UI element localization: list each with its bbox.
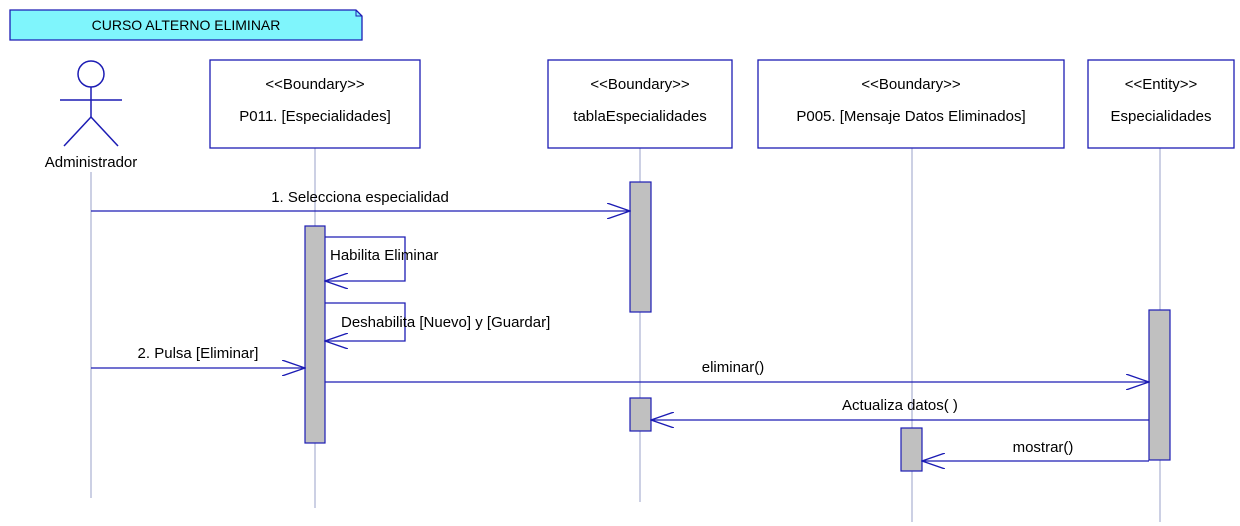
message-label: Habilita Eliminar <box>330 247 438 264</box>
message-label: 1. Selecciona especialidad <box>271 189 449 206</box>
lifeline-stereotype: <<Boundary>> <box>265 76 364 93</box>
lifeline-head-p011 <box>209 59 421 149</box>
lifeline-head-entity <box>1087 59 1235 149</box>
self-message-arrow <box>325 302 406 341</box>
lifeline-name: Especialidades <box>1111 108 1212 125</box>
actor-administrador <box>60 60 122 147</box>
diagram-title-frame: CURSO ALTERNO ELIMINAR <box>9 9 363 41</box>
diagram-title: CURSO ALTERNO ELIMINAR <box>92 17 281 33</box>
message-label: eliminar() <box>702 359 765 376</box>
lifeline-name: tablaEspecialidades <box>573 108 706 125</box>
activation-bar-tabla <box>629 181 652 313</box>
message-label: mostrar() <box>1013 439 1074 456</box>
lifeline-name: P011. [Especialidades] <box>239 108 391 125</box>
activation-bar-p011 <box>304 225 326 444</box>
activation-bar-p005 <box>900 427 923 472</box>
message-label: Actualiza datos( ) <box>842 397 958 414</box>
lifeline-head-p005 <box>757 59 1065 149</box>
message-label: 2. Pulsa [Eliminar] <box>138 345 259 362</box>
lifeline-head-tabla <box>547 59 733 149</box>
lifeline-name: P005. [Mensaje Datos Eliminados] <box>796 108 1025 125</box>
message-label: Deshabilita [Nuevo] y [Guardar] <box>341 314 550 331</box>
lifeline-stereotype: <<Boundary>> <box>590 76 689 93</box>
actor-head-icon <box>77 60 105 88</box>
lifelines <box>90 148 1161 522</box>
activation-bar-tabla <box>629 397 652 432</box>
actor-name: Administrador <box>45 154 138 171</box>
activation-bar-entity <box>1148 309 1171 461</box>
lifeline-stereotype: <<Entity>> <box>1125 76 1198 93</box>
lifeline-stereotype: <<Boundary>> <box>861 76 960 93</box>
self-message-arrow <box>325 236 406 281</box>
